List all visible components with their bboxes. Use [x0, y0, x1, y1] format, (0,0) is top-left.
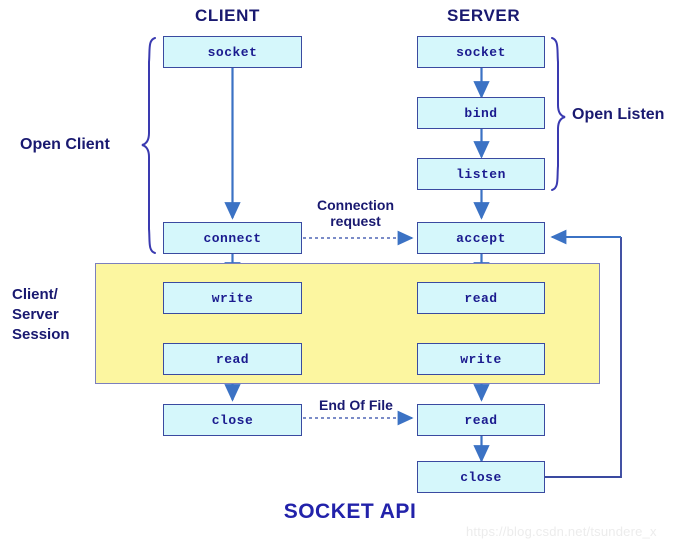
node-client-close[interactable]: close — [163, 404, 302, 436]
group-label-open-listen: Open Listen — [572, 106, 665, 123]
node-client-write[interactable]: write — [163, 282, 302, 314]
node-client-read[interactable]: read — [163, 343, 302, 375]
node-server-bind[interactable]: bind — [417, 97, 545, 129]
group-label-client-server-session: Client/ Server Session — [12, 286, 70, 343]
diagram-title: SOCKET API — [283, 500, 417, 523]
node-server-socket[interactable]: socket — [417, 36, 545, 68]
edge-label-end-of-file: End Of File — [319, 397, 393, 413]
node-client-socket[interactable]: socket — [163, 36, 302, 68]
node-server-write[interactable]: write — [417, 343, 545, 375]
group-label-open-client: Open Client — [20, 136, 110, 153]
column-title-server: SERVER — [447, 6, 521, 25]
node-client-connect[interactable]: connect — [163, 222, 302, 254]
node-server-listen[interactable]: listen — [417, 158, 545, 190]
column-title-client: CLIENT — [195, 6, 260, 25]
edge-label-connection-request: Connection request — [317, 197, 394, 229]
node-server-accept[interactable]: accept — [417, 222, 545, 254]
node-server-read[interactable]: read — [417, 282, 545, 314]
node-server-close[interactable]: close — [417, 461, 545, 493]
node-server-read-2[interactable]: read — [417, 404, 545, 436]
watermark-url: https://blog.csdn.net/tsundere_x — [466, 524, 657, 539]
